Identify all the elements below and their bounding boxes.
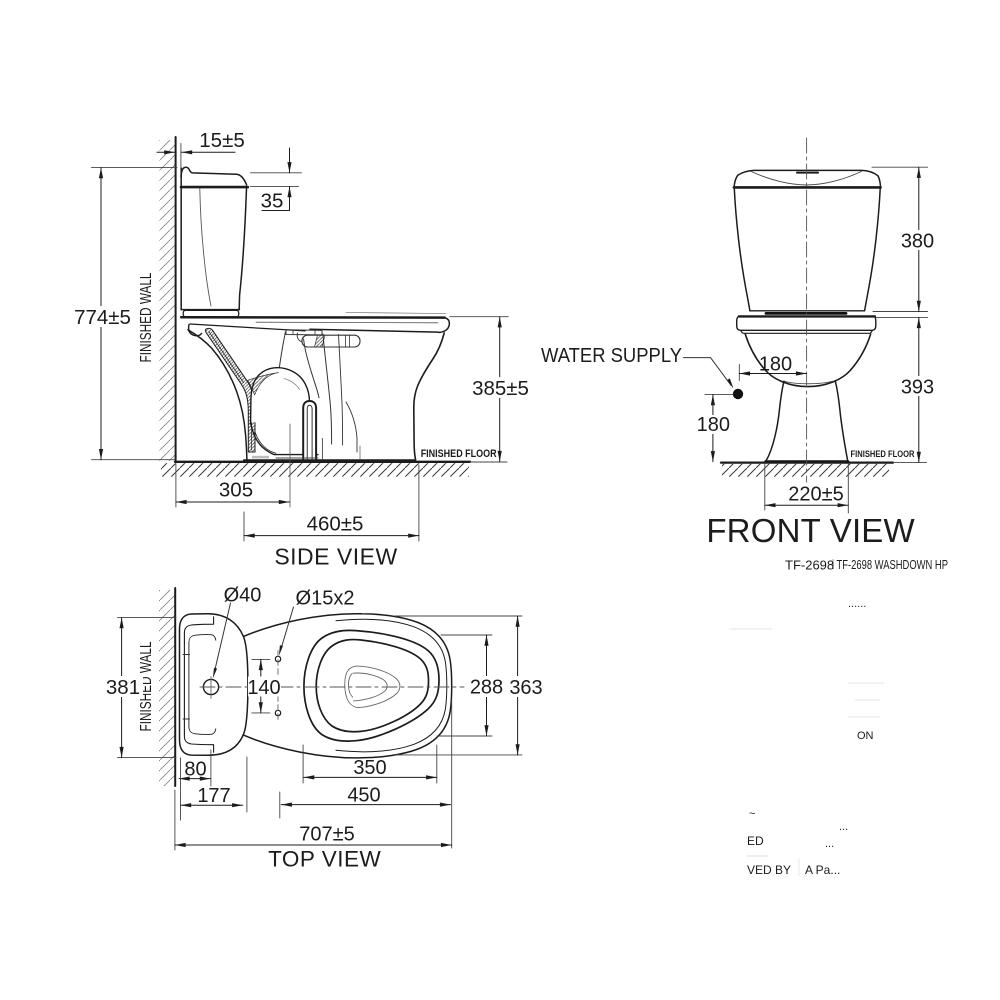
svg-text:TF-2698: TF-2698 [785,558,834,573]
svg-text:...: ... [825,838,834,850]
svg-text:220±5: 220±5 [788,484,843,506]
svg-text:363: 363 [509,677,542,699]
svg-text:FINISHED FLOOR: FINISHED FLOOR [421,448,497,460]
svg-text:774±5: 774±5 [74,306,131,329]
svg-text:80: 80 [184,758,206,780]
svg-text:Ø40: Ø40 [224,585,262,607]
svg-text:FINISHED FLOOR: FINISHED FLOOR [851,449,915,460]
svg-text:VED BY: VED BY [747,863,791,877]
svg-text:WATER SUPPLY: WATER SUPPLY [541,345,682,367]
svg-text:TOP VIEW: TOP VIEW [268,846,381,871]
svg-text:380: 380 [901,230,934,252]
svg-text:Ø15x2: Ø15x2 [296,588,355,610]
svg-text:FRONT VIEW: FRONT VIEW [706,512,915,549]
svg-text:180: 180 [697,414,730,436]
svg-text:305: 305 [219,479,253,502]
svg-text:SIDE VIEW: SIDE VIEW [274,544,397,570]
svg-text:35: 35 [261,190,284,213]
svg-text:~: ~ [749,808,755,820]
svg-text:......: ...... [848,598,866,610]
svg-text:707±5: 707±5 [299,824,354,846]
svg-text:450: 450 [347,784,380,806]
svg-text:393: 393 [901,376,934,398]
svg-text:FINISHED WALL: FINISHED WALL [138,272,155,362]
svg-text:350: 350 [353,757,386,779]
svg-text:ED: ED [747,834,764,848]
svg-text:177: 177 [197,785,230,807]
svg-text:288: 288 [470,677,503,699]
svg-text:460±5: 460±5 [307,512,364,535]
svg-text:140: 140 [247,677,280,699]
svg-text:385±5: 385±5 [472,377,529,400]
svg-text:A Pa...: A Pa... [805,863,840,877]
svg-text:...: ... [839,821,848,833]
svg-text:180: 180 [759,353,792,375]
svg-text:ON: ON [857,730,874,742]
svg-text:i TF-2698 WASHDOWN HP: i TF-2698 WASHDOWN HP [832,557,948,572]
svg-text:FINISHED WALL: FINISHED WALL [138,641,155,731]
svg-text:15±5: 15±5 [199,129,244,152]
svg-text:381: 381 [106,676,140,699]
